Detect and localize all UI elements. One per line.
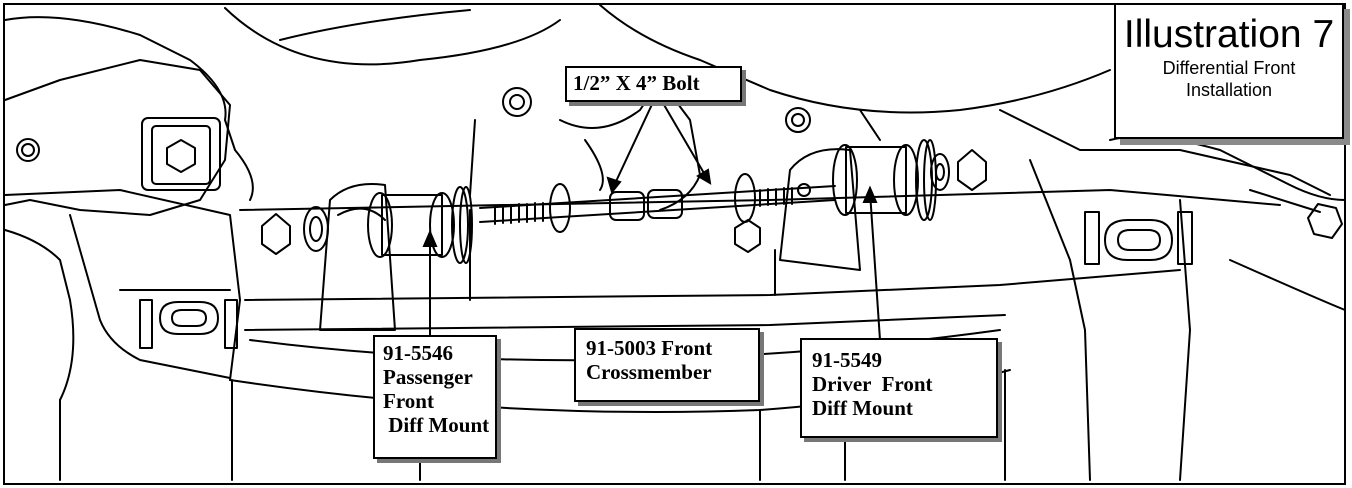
driver-mount-callout: 91-5549 Driver Front Diff Mount [800, 338, 998, 438]
driver-mount-line-2: Driver Front [812, 372, 933, 396]
driver-mount-line-3: Diff Mount [812, 396, 913, 420]
passenger-mount-line-2: Passenger [383, 365, 473, 389]
crossmember-line-1: 91-5003 Front [586, 336, 713, 360]
illustration-title: Illustration 7 [1123, 13, 1335, 56]
bolt-callout-label: 1/2” X 4” Bolt [573, 71, 700, 95]
illustration-subtitle-line-1: Differential Front [1162, 58, 1296, 78]
crossmember-line-2: Crossmember [586, 360, 712, 384]
passenger-mount-line-1: 91-5546 [383, 341, 453, 365]
illustration-title-box: Illustration 7 Differential Front Instal… [1114, 3, 1344, 139]
crossmember-callout: 91-5003 Front Crossmember [574, 328, 760, 402]
passenger-mount-callout: 91-5546 Passenger Front Diff Mount [373, 335, 497, 459]
passenger-mount-line-3: Front [383, 389, 434, 413]
illustration-subtitle-line-2: Installation [1185, 80, 1273, 100]
driver-mount-line-1: 91-5549 [812, 348, 882, 372]
page-frame [3, 3, 1346, 485]
passenger-mount-line-4: Diff Mount [383, 413, 490, 437]
bolt-callout: 1/2” X 4” Bolt [565, 66, 742, 102]
